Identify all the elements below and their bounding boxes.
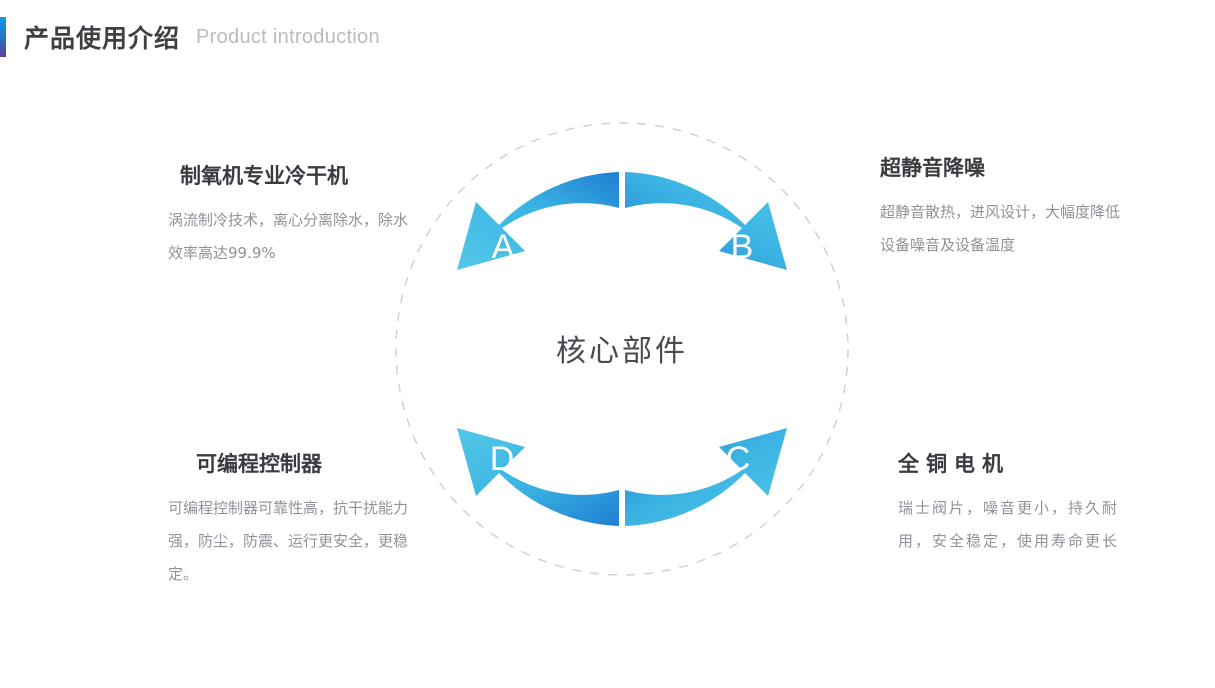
- segment-gap-left: [439, 344, 475, 354]
- feature-block-a: 制氧机专业冷干机 涡流制冷技术，离心分离除水，除水效率高达99.9%: [168, 160, 418, 270]
- feature-title-a: 制氧机专业冷干机: [180, 163, 348, 188]
- cycle-segment-c[interactable]: [625, 428, 787, 526]
- cycle-center-label: 核心部件: [556, 334, 688, 369]
- page-header: 产品使用介绍 Product introduction: [0, 16, 380, 58]
- dashed-guide-circle: [395, 122, 849, 576]
- cycle-diagram-svg: [395, 122, 849, 576]
- feature-body-c: 瑞士阀片，噪音更小，持久耐用，安全稳定，使用寿命更长: [898, 499, 1120, 550]
- feature-block-c: 全铜电机 瑞士阀片，噪音更小，持久耐用，安全稳定，使用寿命更长: [898, 448, 1148, 558]
- cycle-segment-b[interactable]: [625, 172, 787, 270]
- cycle-segment-a[interactable]: [457, 172, 619, 270]
- feature-block-b: 超静音降噪 超静音散热，进风设计，大幅度降低设备噪音及设备温度: [880, 152, 1130, 262]
- segment-gap-right: [769, 344, 805, 354]
- page-title: 产品使用介绍: [24, 24, 181, 53]
- cycle-segment-d[interactable]: [457, 428, 619, 526]
- accent-bar-icon: [0, 17, 6, 57]
- feature-body-a: 涡流制冷技术，离心分离除水，除水效率高达99.9%: [168, 211, 409, 262]
- cycle-letter-a: A: [491, 228, 515, 266]
- feature-title-c: 全铜电机: [898, 451, 1010, 476]
- page-subtitle: Product introduction: [196, 25, 380, 48]
- feature-body-d: 可编程控制器可靠性高，抗干扰能力强，防尘，防震、运行更安全，更稳定。: [168, 499, 409, 583]
- feature-block-d: 可编程控制器 可编程控制器可靠性高，抗干扰能力强，防尘，防震、运行更安全，更稳定…: [168, 448, 418, 591]
- cycle-letter-b: B: [730, 228, 754, 266]
- cycle-letter-c: C: [725, 440, 751, 478]
- feature-title-b: 超静音降噪: [880, 155, 985, 180]
- feature-body-b: 超静音散热，进风设计，大幅度降低设备噪音及设备温度: [880, 203, 1121, 254]
- feature-title-d: 可编程控制器: [196, 451, 322, 476]
- cycle-letter-d: D: [489, 440, 515, 478]
